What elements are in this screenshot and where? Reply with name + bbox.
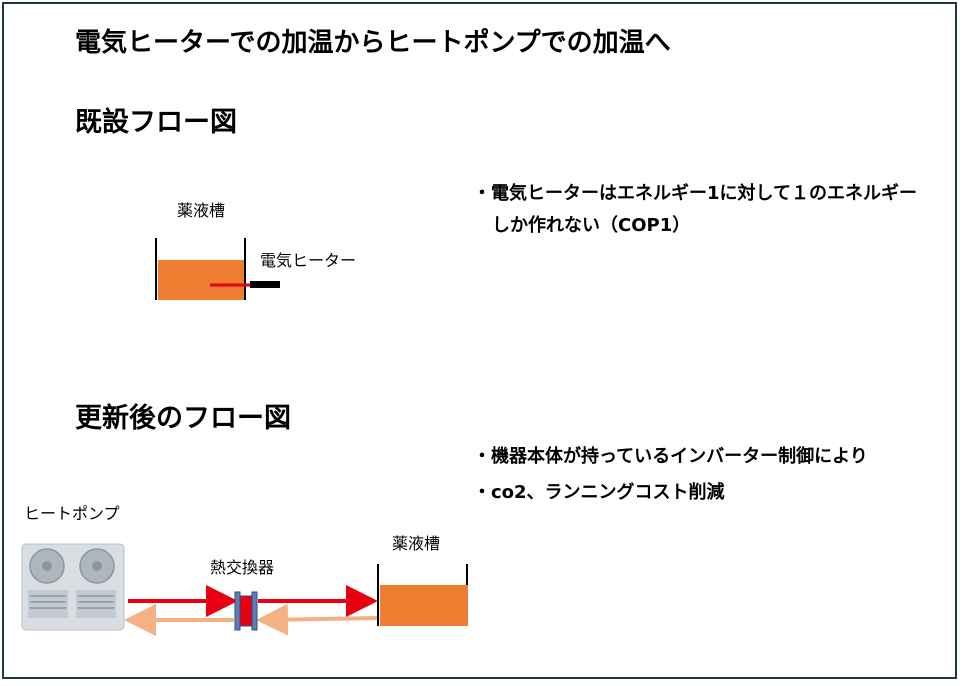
- existing-tank-label: 薬液槽: [177, 201, 226, 220]
- heat-exchanger-label: 熱交換器: [210, 558, 275, 577]
- electric-heater-label: 電気ヒーター: [260, 251, 357, 270]
- heat-pump-label: ヒートポンプ: [24, 504, 120, 523]
- updated-note-1: ・機器本体が持っているインバーター制御により: [473, 446, 868, 467]
- heat-pump-unit: [21, 543, 125, 631]
- slide-title: 電気ヒーターでの加温からヒートポンプでの加温へ: [75, 28, 671, 58]
- existing-flow-heading: 既設フロー図: [75, 107, 237, 138]
- slide-frame: [2, 2, 957, 679]
- existing-note-1: ・電気ヒーターはエネルギー1に対して１のエネルギー: [473, 183, 917, 204]
- existing-note-2: しか作れない（COP1）: [492, 215, 691, 236]
- updated-flow-heading: 更新後のフロー図: [75, 403, 291, 434]
- updated-tank-label: 薬液槽: [392, 534, 441, 553]
- existing-tank: [155, 238, 246, 300]
- updated-tank: [377, 564, 468, 626]
- heat-exchanger: [234, 591, 258, 631]
- updated-note-2: ・co2、ランニングコスト削減: [473, 482, 725, 503]
- electric-heater: [210, 281, 280, 288]
- return-arrow-1: [256, 603, 379, 636]
